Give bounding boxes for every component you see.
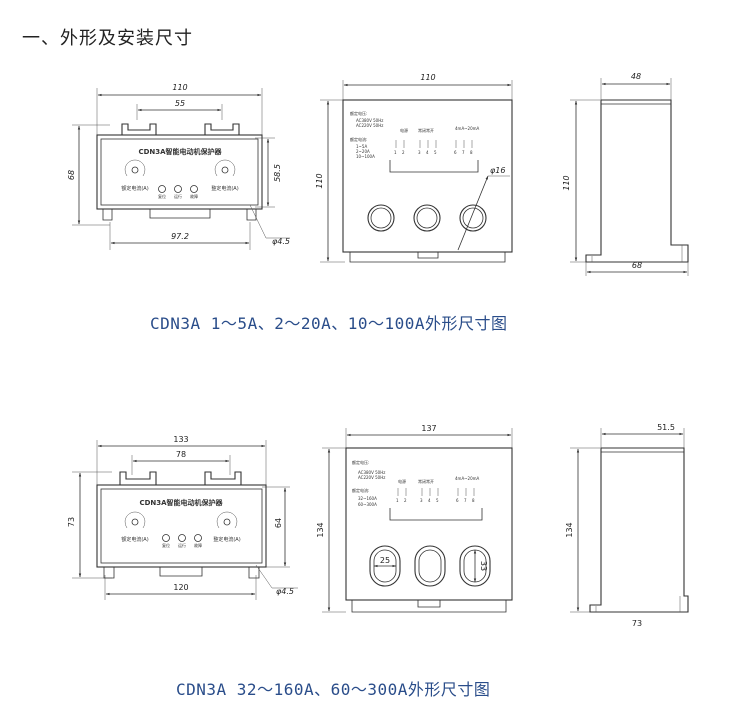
terminal-number: 8	[470, 150, 473, 155]
dim-height-inner: 58.5	[273, 164, 282, 182]
terminal-label: 常闭常开	[418, 127, 434, 133]
dim-base-width: 68	[632, 261, 642, 270]
terminal-number: 7	[462, 150, 465, 155]
terminal-label: 电源	[398, 478, 406, 484]
dim-top-width: 48	[631, 72, 641, 81]
knob-left-label: 额定电流(A)	[121, 536, 148, 543]
cable-hole	[459, 204, 487, 232]
dim-height-total: 110	[562, 175, 571, 190]
terminal-label: 常闭常开	[418, 478, 434, 484]
terminal-number: 5	[434, 150, 437, 155]
terminal-number: 6	[456, 498, 459, 503]
rated-voltage-option: AC380V 50Hz	[356, 118, 383, 123]
terminal-number: 1	[396, 498, 399, 503]
button-label: 复位	[162, 542, 170, 548]
rated-voltage-option: AC380V 50Hz	[358, 470, 385, 475]
cable-slot	[369, 545, 401, 587]
terminal-number: 4	[426, 150, 429, 155]
cable-hole	[413, 204, 441, 232]
top-side-view: 48 110 68	[562, 72, 689, 276]
rated-voltage-option: AC220V 50Hz	[358, 475, 385, 480]
dim-width-total: 110	[172, 83, 187, 92]
dim-height-total: 134	[316, 522, 325, 537]
rated-current-label: 额定电流:	[352, 487, 369, 493]
terminal-label: 4mA~20mA	[455, 476, 480, 481]
dim-hole: φ4.5	[272, 237, 290, 246]
dim-hole: φ4.5	[276, 587, 294, 596]
terminal-number: 3	[418, 150, 421, 155]
dim-hole: φ16	[490, 166, 505, 175]
rated-voltage-label: 额定电压:	[350, 110, 367, 116]
reset-button-indicator	[162, 534, 170, 542]
terminal-number: 2	[404, 498, 407, 503]
run-led-indicator	[174, 185, 182, 193]
caption-bottom: CDN3A 32～160A、60～300A外形尺寸图	[176, 680, 491, 699]
section-heading: 一、外形及安装尺寸	[22, 28, 193, 49]
dim-height-total: 68	[67, 170, 76, 180]
terminal-number: 2	[402, 150, 405, 155]
fault-led-indicator	[194, 534, 202, 542]
dim-height-total: 110	[315, 173, 324, 188]
rated-current-option: 60~300A	[358, 502, 377, 507]
dim-base-width: 97.2	[171, 232, 189, 241]
button-label: 复位	[158, 193, 166, 199]
dim-width-total: 137	[421, 424, 436, 433]
dim-width-total: 133	[173, 435, 188, 444]
button-label: 运行	[174, 193, 182, 199]
terminal-number: 4	[428, 498, 431, 503]
knob-right-label: 整定电流(A)	[211, 185, 238, 192]
dim-slot-width: 25	[380, 556, 390, 565]
terminal-number: 6	[454, 150, 457, 155]
rated-current-option: 32~160A	[358, 496, 377, 501]
caption-top: CDN3A 1～5A、2～20A、10～100A外形尺寸图	[150, 314, 508, 333]
top-back-view: 110 110 额定电压: AC380V 50Hz AC220V 50Hz 额定…	[315, 73, 513, 263]
button-label: 故障	[190, 193, 198, 199]
cable-slot	[414, 545, 446, 587]
device-title: CDN3A智能电动机保护器	[139, 498, 223, 507]
rated-current-option: 2~20A	[356, 149, 370, 154]
terminal-number: 3	[420, 498, 423, 503]
dim-slot-spacing: 78	[176, 450, 186, 459]
bottom-front-view: 133 78 73 64 120 CDN3A智能电动机保护器	[67, 435, 298, 600]
dim-base-width: 120	[173, 583, 188, 592]
bottom-back-view: 137 134 额定电压: AC380V 50Hz AC220V 50Hz 额定…	[316, 424, 513, 613]
top-front-view: 110 55 68 58.5 97.2 CDN3A智能电动机保护器	[67, 83, 290, 250]
terminal-label: 电源	[400, 127, 408, 133]
device-title: CDN3A智能电动机保护器	[138, 147, 222, 156]
knob-right-label: 整定电流(A)	[213, 536, 240, 543]
fault-led-indicator	[190, 185, 198, 193]
dim-base-width: 73	[632, 619, 642, 628]
dim-slot-spacing: 55	[175, 99, 185, 108]
dim-height-inner: 64	[274, 518, 283, 528]
bottom-side-view: 51.5 134 73	[565, 423, 689, 628]
button-label: 运行	[178, 542, 186, 548]
terminal-number: 7	[464, 498, 467, 503]
dim-slot-height: 33	[479, 561, 488, 571]
left-knob-dial	[124, 511, 146, 529]
rated-current-label: 额定电流:	[350, 136, 367, 142]
terminal-label: 4mA~20mA	[455, 126, 480, 131]
left-knob-dial	[124, 159, 146, 177]
dim-height-total: 73	[67, 517, 76, 527]
right-knob-dial	[214, 159, 236, 177]
dim-top-width: 51.5	[657, 423, 675, 432]
rated-current-option: 1~5A	[356, 144, 367, 149]
button-label: 故障	[194, 542, 202, 548]
dim-width-total: 110	[420, 73, 435, 82]
dim-height-total: 134	[565, 522, 574, 537]
right-knob-dial	[216, 511, 238, 529]
run-led-indicator	[178, 534, 186, 542]
terminal-number: 8	[472, 498, 475, 503]
rated-voltage-label: 额定电压:	[352, 459, 369, 465]
reset-button-indicator	[158, 185, 166, 193]
rated-voltage-option: AC220V 50Hz	[356, 123, 383, 128]
cable-hole	[367, 204, 395, 232]
terminal-number: 5	[436, 498, 439, 503]
cable-slot	[459, 545, 491, 587]
knob-left-label: 额定电流(A)	[121, 185, 148, 192]
terminal-number: 1	[394, 150, 397, 155]
rated-current-option: 10~100A	[356, 154, 375, 159]
